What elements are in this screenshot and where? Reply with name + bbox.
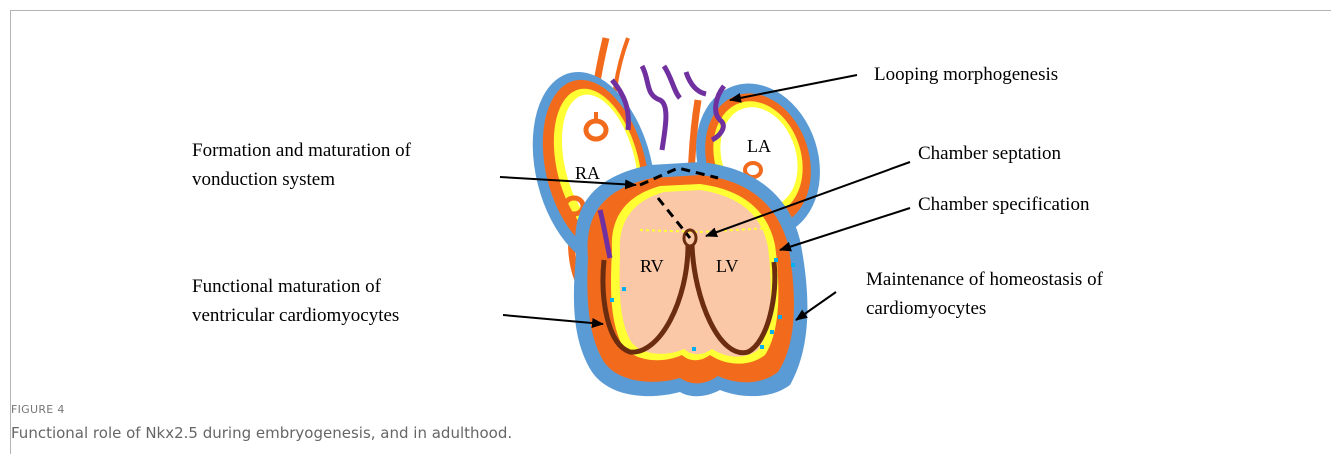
label-functional-line1: Functional maturation of (192, 276, 382, 297)
ventricles (574, 162, 808, 396)
chamber-label-rv: RV (640, 256, 664, 276)
label-chamber-septation: Chamber septation (918, 143, 1061, 164)
chamber-label-ra: RA (575, 163, 600, 183)
label-maintenance-line2: cardiomyocytes (866, 298, 986, 319)
figure-caption: Functional role of Nkx2.5 during embryog… (11, 424, 512, 442)
chamber-label-la: LA (747, 136, 771, 156)
label-functional-line2: ventricular cardiomyocytes (192, 305, 399, 326)
chamber-label-lv: LV (716, 256, 738, 276)
figure-number: FIGURE 4 (11, 403, 65, 416)
label-looping: Looping morphogenesis (874, 64, 1058, 85)
label-chamber-specification: Chamber specification (918, 194, 1090, 215)
heart-diagram: RA LA RV LV Looping morphogenesis Format… (0, 0, 1331, 400)
label-formation-line2: vonduction system (192, 169, 335, 190)
label-formation-line1: Formation and maturation of (192, 140, 412, 161)
label-maintenance-line1: Maintenance of homeostasis of (866, 269, 1104, 290)
